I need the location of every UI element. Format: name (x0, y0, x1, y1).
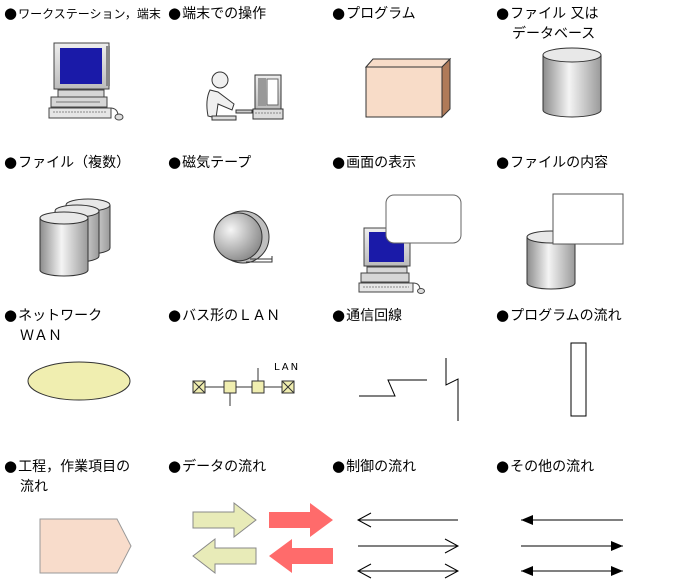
process-flow-icon (39, 518, 132, 574)
label-program-flow: ●プログラムの流れ (496, 306, 622, 324)
label-workstation: ●ワークステーション，端末 (4, 4, 161, 22)
data-flow-arrows-icon (192, 501, 333, 575)
multiple-files-icon (39, 198, 111, 277)
other-flow-arrows-icon (521, 515, 623, 576)
label-program: ●プログラム (332, 4, 416, 22)
label-files-multi: ●ファイル（複数） (4, 153, 131, 171)
database-cylinder-icon (542, 47, 602, 118)
control-flow-arrows-icon (356, 512, 460, 579)
label-comm-line: ●通信回線 (332, 306, 403, 324)
file-content-icon (526, 193, 624, 290)
label-file-content: ●ファイルの内容 (496, 153, 609, 171)
workstation-icon (48, 42, 124, 121)
label-network: ●ネットワーク ＷＡＮ (4, 306, 103, 344)
label-tape: ●磁気テープ (168, 153, 252, 171)
lan-caption: LAN (274, 362, 300, 373)
label-terminal-op: ●端末での操作 (168, 4, 267, 22)
screen-display-icon (358, 194, 462, 294)
wan-ellipse-icon (27, 361, 131, 401)
label-file-db: ●ファイル 又は データベース (496, 4, 599, 42)
label-bus-lan: ●バス形のＬＡＮ (168, 306, 281, 324)
communication-line-icon (359, 358, 459, 421)
label-data-flow: ●データの流れ (168, 457, 267, 475)
label-process-flow: ●工程，作業項目の 流れ (4, 457, 131, 495)
magnetic-tape-icon (213, 210, 273, 264)
label-control-flow: ●制御の流れ (332, 457, 417, 475)
bus-lan-icon (192, 368, 295, 406)
program-box-icon (364, 57, 452, 119)
terminal-operator-icon (206, 71, 284, 121)
program-flow-icon (570, 342, 587, 417)
label-other-flow: ●その他の流れ (496, 457, 595, 475)
label-screen: ●画面の表示 (332, 153, 417, 171)
